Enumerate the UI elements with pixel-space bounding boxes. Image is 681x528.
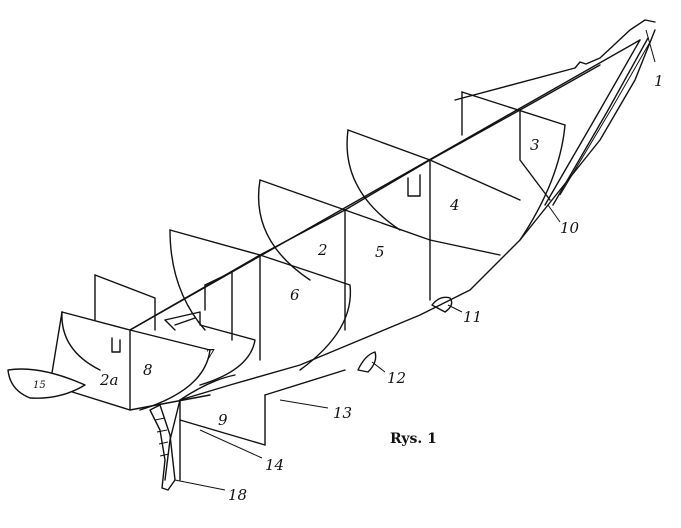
part-labels: 1 3 4 2 5 6 7 8 2a 15 9 10 11 12 13 14 1… bbox=[33, 72, 664, 504]
label-7: 7 bbox=[205, 346, 215, 364]
keel-outline bbox=[164, 29, 656, 481]
label-4: 4 bbox=[449, 196, 460, 214]
label-2: 2 bbox=[317, 241, 328, 259]
frame-9 bbox=[179, 369, 346, 481]
label-8: 8 bbox=[143, 361, 153, 379]
frame-4 bbox=[346, 129, 521, 301]
deck-plate bbox=[129, 19, 656, 331]
label-11-lower: 11 bbox=[463, 308, 482, 326]
label-5: 5 bbox=[375, 243, 385, 261]
label-1: 1 bbox=[654, 72, 664, 90]
label-9: 9 bbox=[218, 411, 228, 429]
label-2a: 2a bbox=[99, 371, 119, 389]
stern-plate-15 bbox=[7, 368, 86, 399]
keel-details bbox=[149, 296, 453, 491]
label-18: 18 bbox=[228, 486, 247, 504]
frame-7 bbox=[164, 311, 256, 386]
frame-2-5 bbox=[257, 179, 501, 331]
label-10: 10 bbox=[560, 219, 580, 237]
label-14: 14 bbox=[265, 456, 284, 474]
frame-8 bbox=[61, 274, 211, 411]
label-6: 6 bbox=[290, 286, 300, 304]
figure-caption: Rys. 1 bbox=[390, 431, 437, 447]
label-13: 13 bbox=[333, 404, 352, 422]
label-3: 3 bbox=[530, 136, 540, 154]
label-12: 12 bbox=[387, 369, 406, 387]
label-15: 15 bbox=[33, 380, 46, 391]
frame-3 bbox=[461, 91, 566, 241]
leader-lines bbox=[174, 29, 656, 491]
frame-6 bbox=[169, 229, 352, 371]
